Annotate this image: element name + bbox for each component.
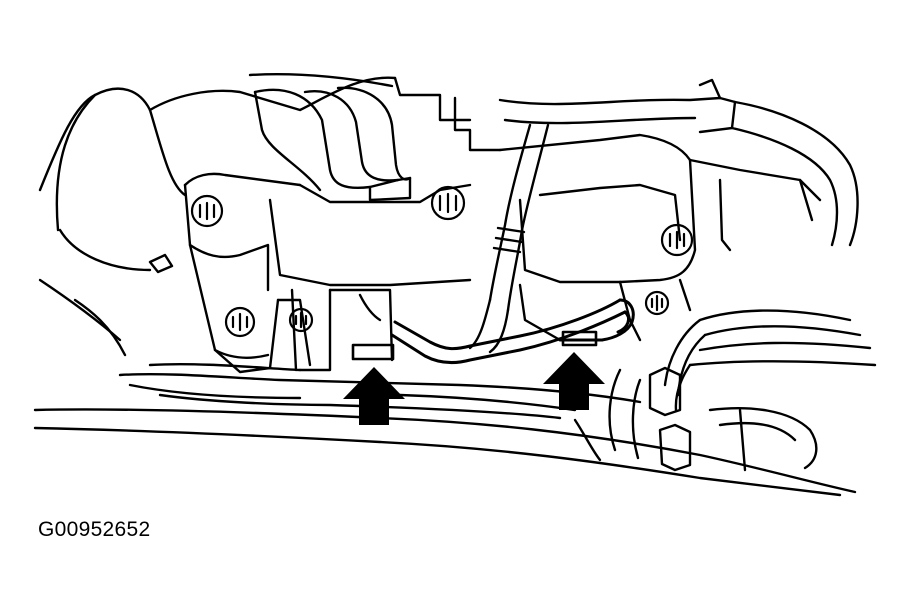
lower-frame-rails [33,283,857,497]
arrow-right [543,352,605,410]
upper-intake-ducts [253,86,412,202]
harness-branch [390,298,635,365]
clip-tab-left [351,343,395,361]
bolt-lower-center-left [288,307,314,333]
bolt-upper-center [430,185,466,221]
clip-tab-right [561,330,598,347]
mounting-bracket-left [183,172,472,374]
right-fuel-lines [573,309,877,472]
clip-tabs [351,330,598,361]
bolt-lower-right [644,290,670,316]
figure-code-label: G00952652 [38,518,151,541]
left-clip [148,253,174,274]
bolt-group [190,185,694,338]
arrow-left [343,367,405,425]
bolt-upper-right [660,223,694,257]
engine-block-outline [38,73,502,357]
indicator-arrows [343,352,605,425]
wire-harness-tube [468,78,859,354]
bolt-upper-left [190,194,224,228]
mounting-bracket-right [498,133,822,342]
bolt-lower-left [224,306,256,338]
